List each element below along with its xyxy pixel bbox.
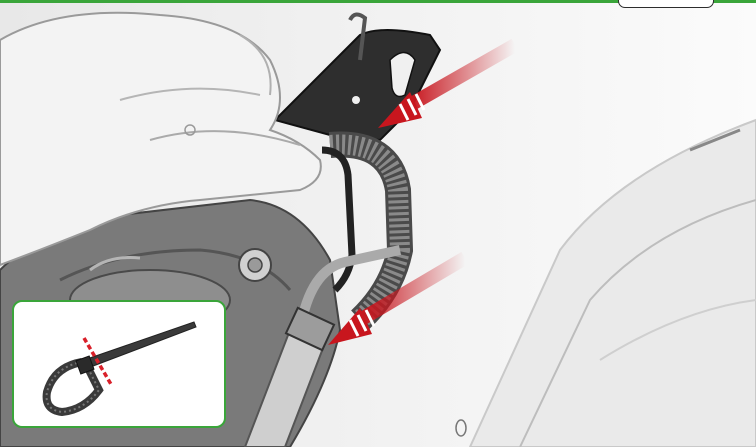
cable-tie-inset (12, 300, 226, 428)
cable-tie-icon (14, 302, 228, 430)
step-tab (618, 0, 714, 8)
